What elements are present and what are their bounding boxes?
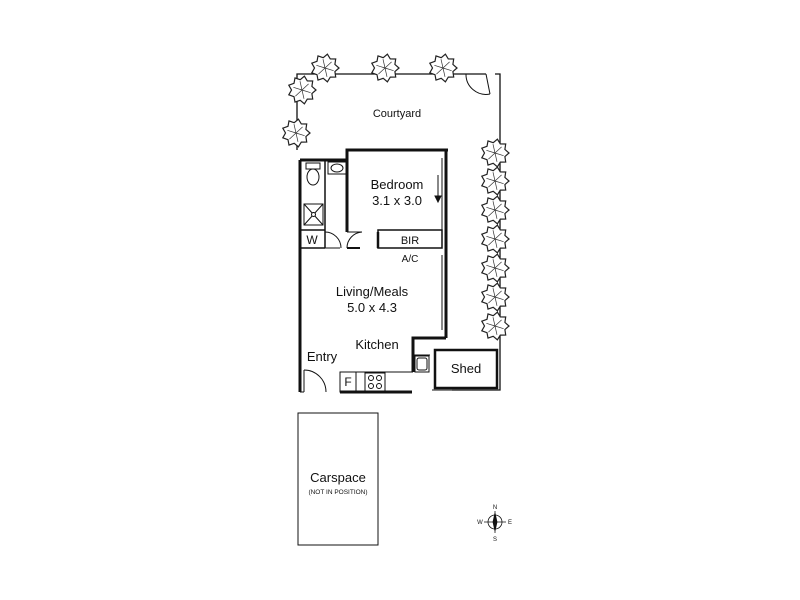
compass-w: W [477, 520, 483, 526]
tree-icon [480, 253, 510, 283]
ac-label: A/C [402, 254, 419, 265]
w-label: W [306, 233, 318, 247]
carspace-outline [297, 412, 379, 546]
shed [432, 348, 499, 391]
entry-label: Entry [307, 349, 338, 364]
kitchen-sink-icon [414, 355, 430, 373]
tree-icon [480, 282, 510, 312]
tree-icon [480, 138, 510, 168]
shower-icon [303, 203, 324, 226]
bedroom-door [346, 231, 363, 249]
bir-label: BIR [401, 235, 419, 247]
entry-door [300, 369, 327, 393]
tree-icon [428, 53, 458, 83]
courtyard-gate [465, 73, 491, 95]
tree-icon [310, 53, 340, 83]
living-east-window [441, 255, 447, 330]
bedroom-label: Bedroom [371, 177, 424, 192]
toilet-icon [305, 162, 321, 186]
tree-icon [370, 53, 400, 83]
tree-icon [480, 166, 510, 196]
compass-n: N [493, 505, 497, 511]
compass-e: E [508, 520, 512, 526]
living-size-label: 5.0 x 4.3 [347, 300, 397, 315]
shed-label: Shed [451, 361, 481, 376]
tree-icon [480, 311, 510, 341]
living-label: Living/Meals [336, 284, 409, 299]
tree-icon [281, 118, 311, 148]
bedroom-east-window [434, 158, 447, 234]
tree-icon [480, 224, 510, 254]
trees [281, 53, 510, 341]
courtyard-label: Courtyard [373, 108, 421, 120]
bathroom-door [324, 231, 342, 249]
compass-s: S [493, 537, 497, 543]
cooktop-icon [364, 372, 386, 392]
basin-icon [327, 161, 347, 175]
carspace-note: (NOT IN POSITION) [308, 489, 367, 496]
tree-icon [287, 75, 317, 105]
bathroom [300, 160, 326, 249]
carspace-label: Carspace [310, 470, 366, 485]
compass-icon [484, 511, 506, 533]
tree-icon [480, 195, 510, 225]
bedroom-size-label: 3.1 x 3.0 [372, 193, 422, 208]
kitchen-label: Kitchen [355, 337, 398, 352]
fridge-label: F [344, 375, 351, 389]
fridge-space [339, 371, 357, 393]
bedroom-south-wall [345, 160, 443, 249]
